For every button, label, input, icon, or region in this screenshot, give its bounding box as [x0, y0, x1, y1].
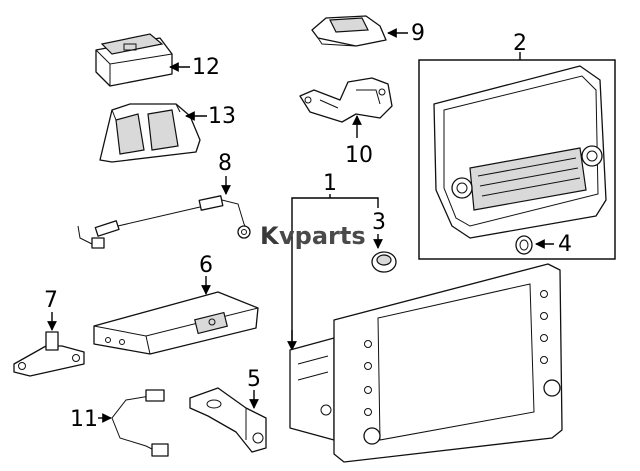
callout-6: 6 — [199, 253, 213, 278]
part-5-bracket — [189, 387, 267, 453]
watermark-logo-glyph: K — [260, 222, 280, 250]
watermark-text: vparts — [279, 222, 366, 250]
part-12-module — [95, 33, 173, 87]
callout-10: 10 — [345, 143, 373, 168]
part-4-knob — [515, 235, 533, 255]
callout-1: 1 — [323, 171, 337, 196]
callout-8: 8 — [218, 151, 232, 176]
leader-1-bracket — [291, 197, 379, 346]
callout-4: 4 — [558, 232, 572, 257]
part-2-frame — [418, 59, 616, 260]
callout-13: 13 — [208, 104, 236, 129]
callout-5: 5 — [247, 367, 261, 392]
callout-11: 11 — [70, 407, 98, 432]
part-8-harness — [77, 195, 251, 249]
callout-2: 2 — [513, 31, 527, 56]
part-7-bracket — [13, 331, 85, 377]
part-11-cable — [111, 389, 169, 457]
part-6-module — [93, 291, 259, 355]
part-1-display-unit — [289, 263, 563, 463]
part-9-bracket — [311, 15, 387, 47]
part-3-knob — [371, 251, 397, 273]
callout-7: 7 — [44, 288, 58, 313]
part-2-bezel — [433, 65, 607, 239]
callout-9: 9 — [411, 21, 425, 46]
callout-3: 3 — [372, 210, 386, 235]
part-13-bracket — [99, 103, 201, 163]
watermark-logo: K vparts — [260, 222, 366, 250]
callout-12: 12 — [192, 55, 220, 80]
part-10-bracket — [299, 77, 393, 123]
